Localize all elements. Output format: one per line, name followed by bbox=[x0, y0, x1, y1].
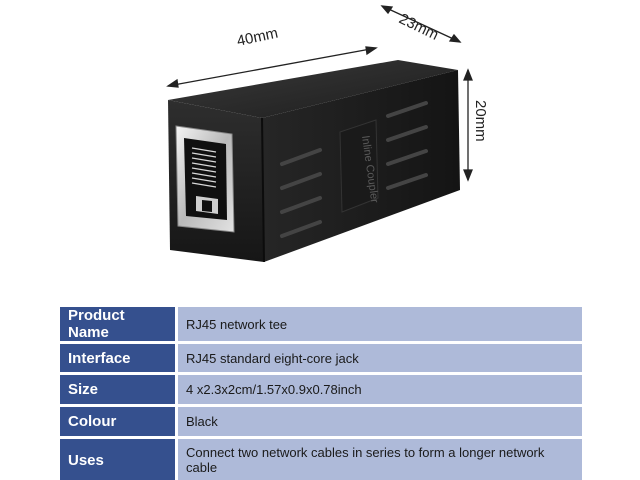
height-dimension: 20mm bbox=[472, 100, 489, 142]
spec-key: Product Name bbox=[60, 307, 178, 341]
rj45-port bbox=[175, 125, 235, 233]
spec-row-uses: Uses Connect two network cables in serie… bbox=[60, 439, 582, 480]
spec-row-interface: Interface RJ45 standard eight-core jack bbox=[60, 344, 582, 372]
coupler-top-face bbox=[168, 60, 458, 118]
width-dimension: 23mm bbox=[396, 10, 441, 44]
product-photo: Inline Coupler bbox=[166, 5, 489, 263]
spec-row-product-name: Product Name RJ45 network tee bbox=[60, 307, 582, 341]
length-dimension: 40mm bbox=[235, 25, 279, 50]
spec-row-size: Size 4 x2.3x2cm/1.57x0.9x0.78inch bbox=[60, 375, 582, 404]
spec-key: Size bbox=[60, 375, 178, 404]
spec-key: Colour bbox=[60, 407, 178, 436]
spec-key: Uses bbox=[60, 439, 178, 480]
spec-value: RJ45 standard eight-core jack bbox=[178, 344, 582, 372]
dimension-lines bbox=[166, 5, 473, 182]
spec-value: 4 x2.3x2cm/1.57x0.9x0.78inch bbox=[178, 375, 582, 404]
spec-key: Interface bbox=[60, 344, 178, 372]
grip-ridges bbox=[280, 101, 428, 238]
spec-value: RJ45 network tee bbox=[178, 307, 582, 341]
spec-value: Black bbox=[178, 407, 582, 436]
spec-row-colour: Colour Black bbox=[60, 407, 582, 436]
spec-table: Product Name RJ45 network tee Interface … bbox=[60, 304, 582, 480]
spec-value: Connect two network cables in series to … bbox=[178, 439, 582, 480]
